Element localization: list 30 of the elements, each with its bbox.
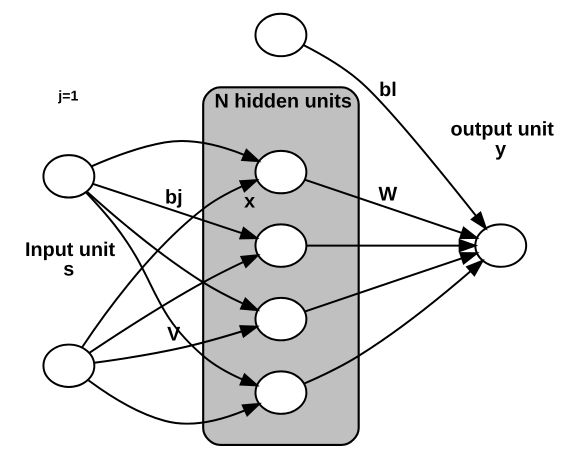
- arrow: [90, 140, 261, 168]
- node-label: y: [494, 138, 506, 160]
- node-circle: [254, 12, 307, 58]
- arrow: [88, 254, 260, 354]
- node-label: x: [244, 190, 255, 213]
- arrow: [302, 44, 488, 231]
- edge-label: bl: [378, 79, 396, 102]
- arrow: [304, 258, 484, 384]
- arrow: [80, 178, 259, 348]
- arrow: [94, 325, 260, 364]
- arrow: [84, 192, 260, 386]
- arrow: [86, 190, 260, 312]
- node-circle: [42, 154, 95, 199]
- arrow: [306, 238, 478, 252]
- node-label: Input unit: [24, 238, 115, 261]
- arrow: [304, 178, 480, 240]
- arrow: [92, 182, 260, 240]
- node-label: output unit: [450, 118, 554, 141]
- arrow: [304, 252, 480, 312]
- node-circle: [254, 223, 307, 268]
- node-circle: [42, 344, 95, 388]
- node-circle: [474, 223, 527, 268]
- node-label: s: [62, 258, 74, 281]
- edge-label: W: [378, 184, 397, 206]
- node-circle: [254, 370, 307, 415]
- label: j=1: [58, 88, 78, 104]
- node-circle: [254, 150, 307, 194]
- arrow: [87, 380, 262, 425]
- edge-label: bj: [164, 186, 182, 208]
- node-circle: [254, 296, 307, 342]
